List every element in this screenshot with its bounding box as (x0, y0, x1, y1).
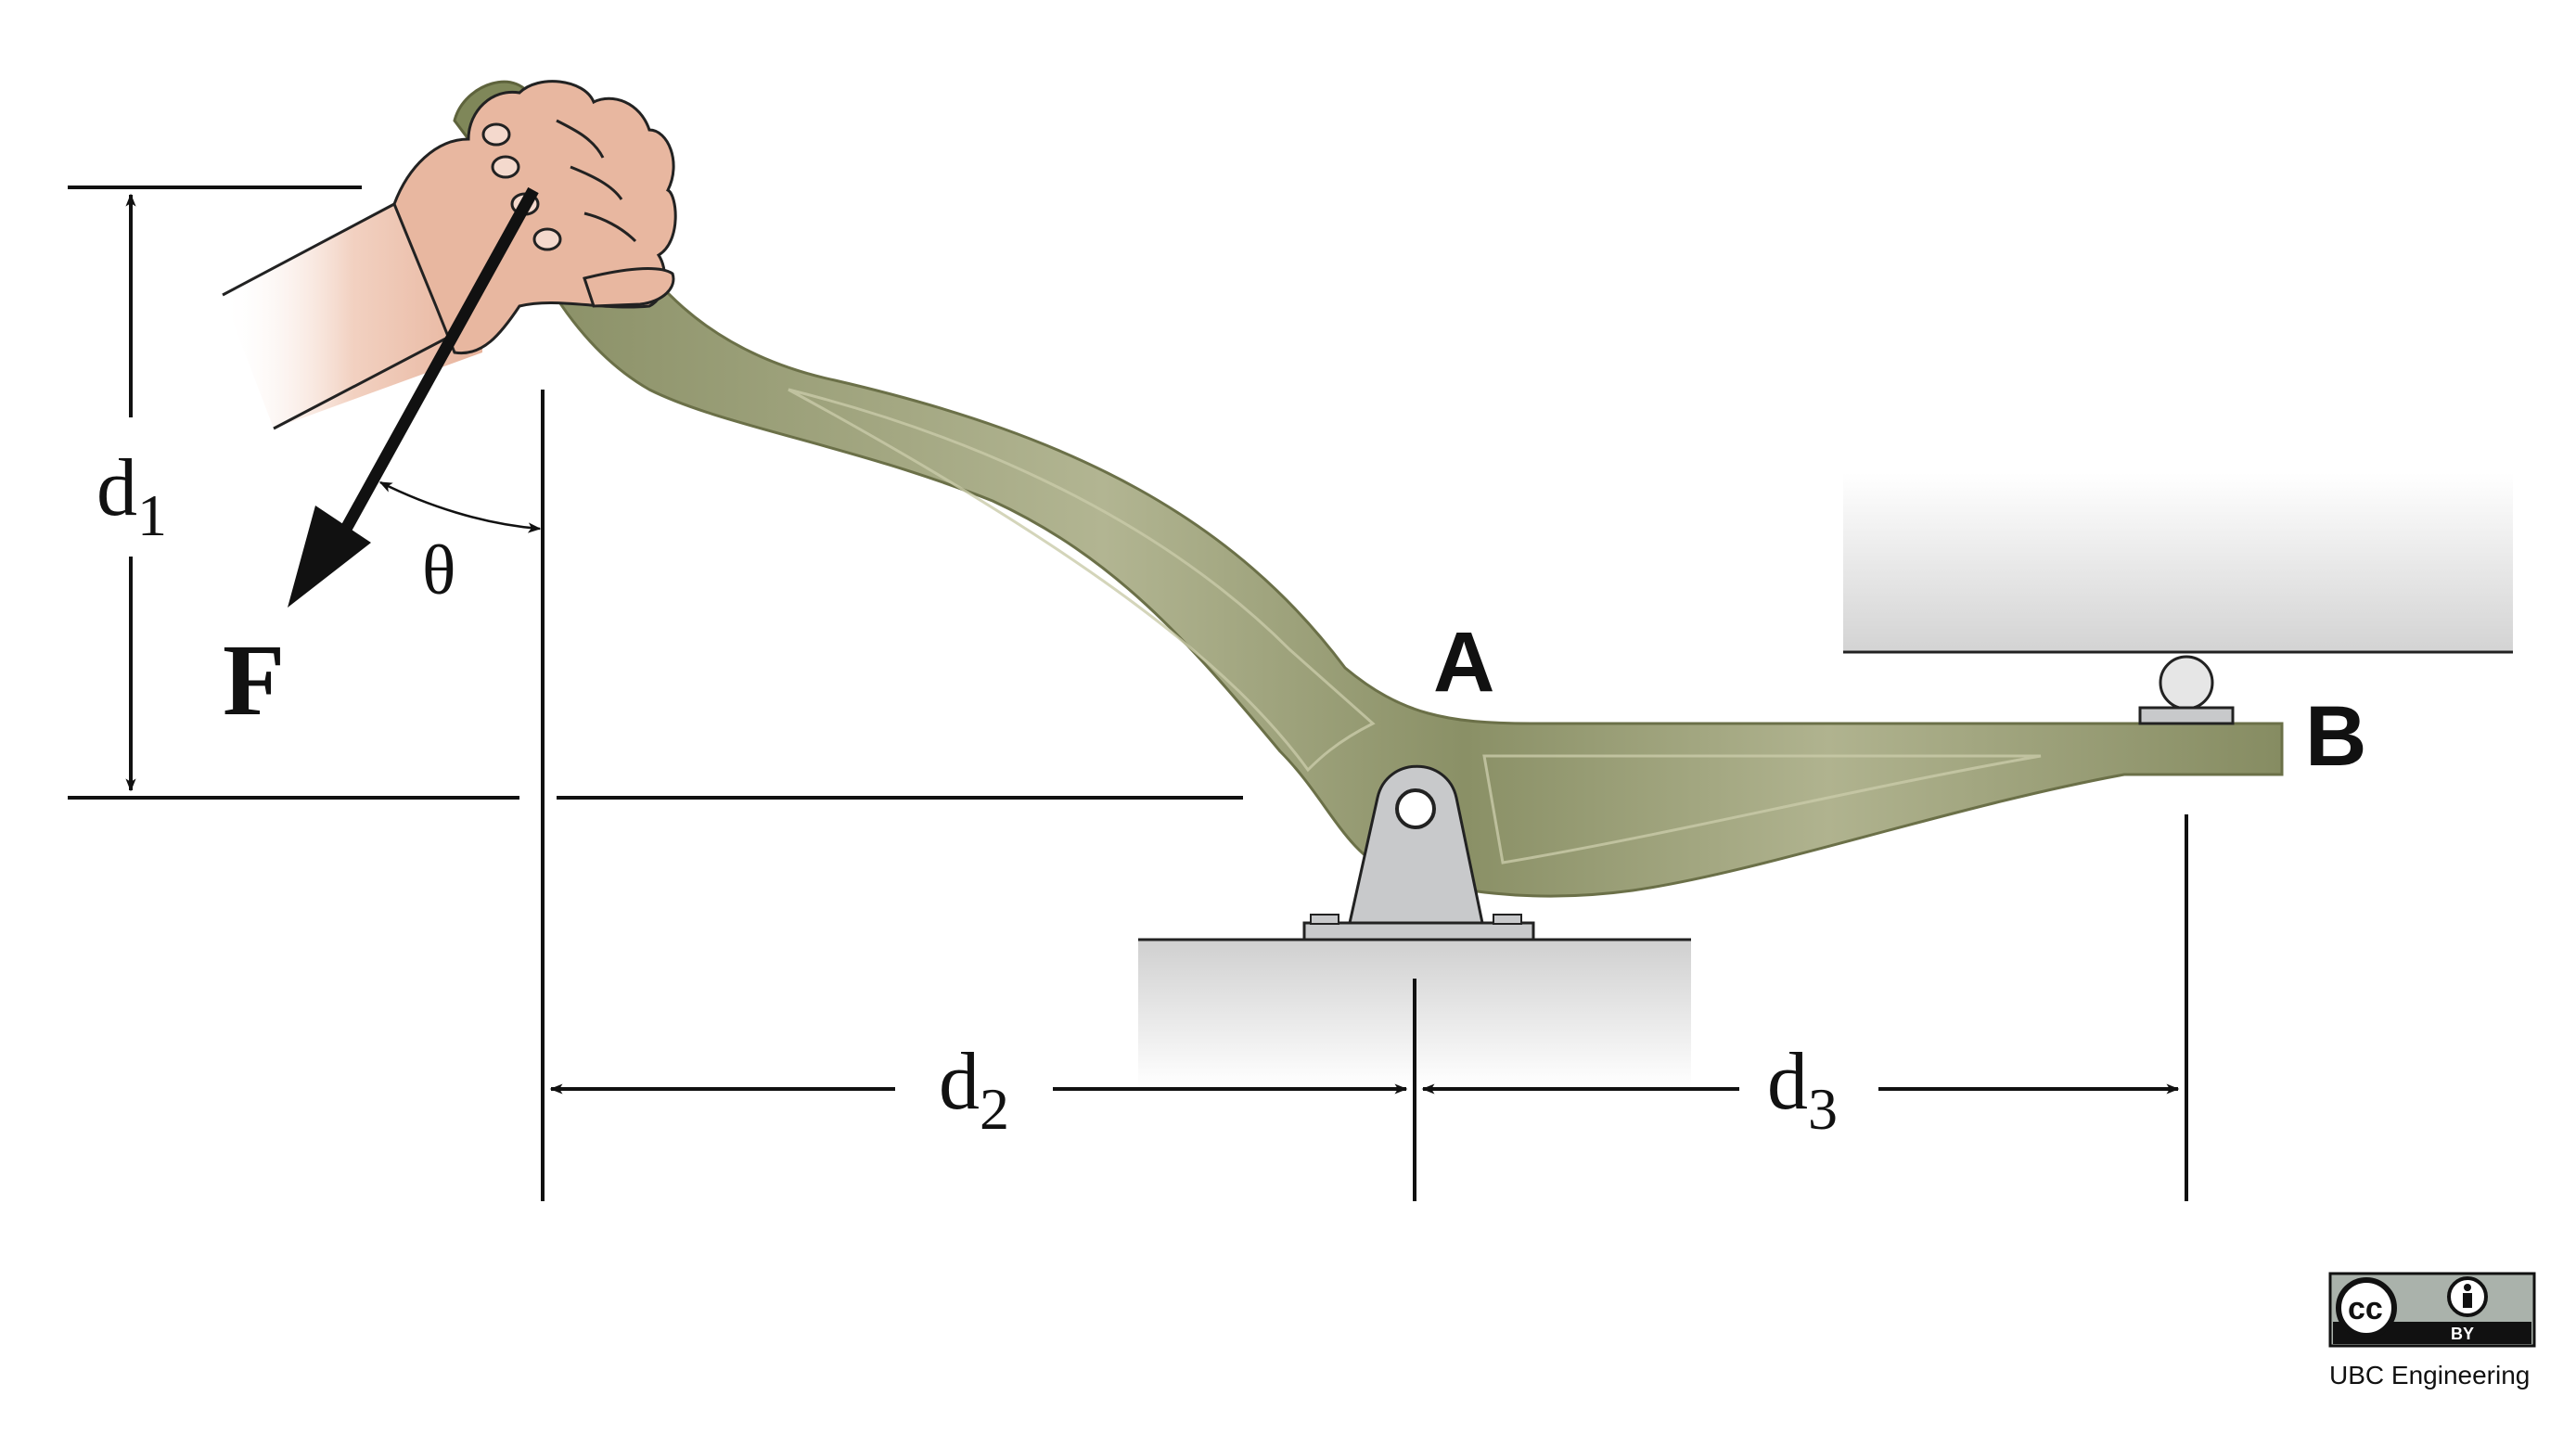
d2-dimension: d2 (549, 1037, 1408, 1142)
cc-by-badge: cc BY (2328, 1272, 2536, 1348)
d3-dimension: d3 (1421, 1037, 2180, 1142)
credit-text: UBC Engineering (2329, 1361, 2530, 1389)
d1-dimension: d1 (96, 193, 167, 792)
force-arrow-icon (288, 186, 539, 608)
cc-icon: cc (2348, 1291, 2383, 1326)
d2-label: d2 (939, 1037, 1009, 1142)
angle-label: θ (422, 531, 455, 609)
force-label: F (223, 623, 285, 736)
point-a-label: A (1433, 615, 1494, 710)
d1-label: d1 (96, 443, 167, 548)
angle-arc (378, 480, 542, 533)
roller-icon (2138, 655, 2235, 725)
ceiling-block (1843, 473, 2513, 654)
d3-label: d3 (1767, 1037, 1838, 1142)
reference-lines (68, 186, 2188, 1201)
point-b-label: B (2305, 689, 2366, 784)
pivot-bracket-icon (1302, 764, 1535, 941)
by-badge-text: BY (2451, 1325, 2474, 1343)
